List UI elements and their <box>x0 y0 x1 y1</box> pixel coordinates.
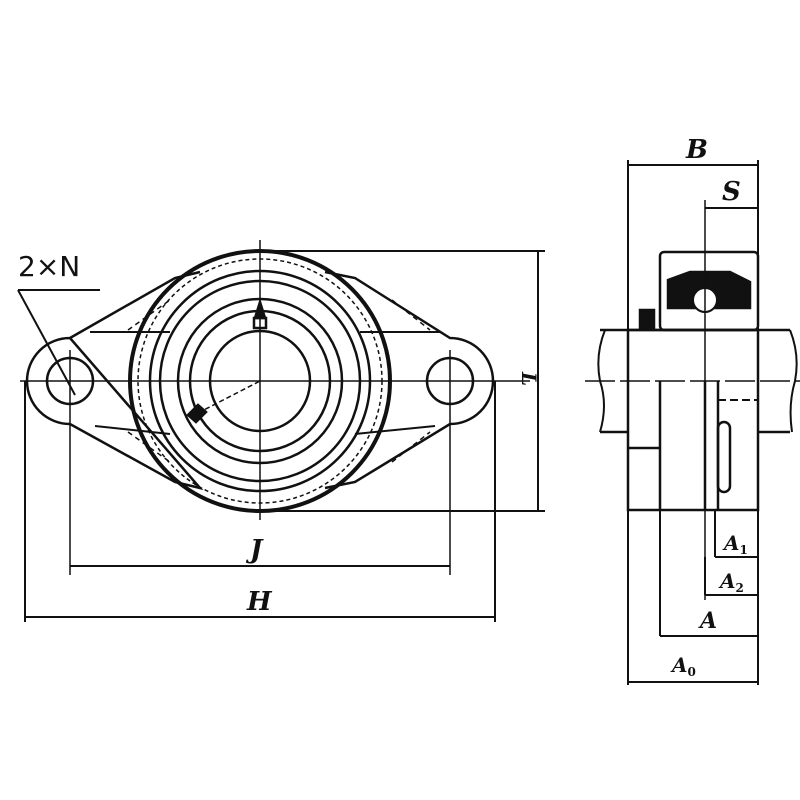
label-A: A <box>698 608 717 634</box>
label-B: B <box>685 135 708 165</box>
housing-section <box>626 328 760 512</box>
front-view <box>17 240 545 622</box>
label-J: J <box>245 535 264 565</box>
label-L: L <box>517 371 541 386</box>
label-A1: A1 <box>722 531 748 557</box>
label-A2: A2 <box>718 569 744 595</box>
label-A0: A0 <box>670 653 696 679</box>
side-view <box>585 160 800 685</box>
label-H: H <box>246 587 273 617</box>
label-S: S <box>722 177 741 207</box>
label-2xN: 2×N <box>18 250 80 283</box>
